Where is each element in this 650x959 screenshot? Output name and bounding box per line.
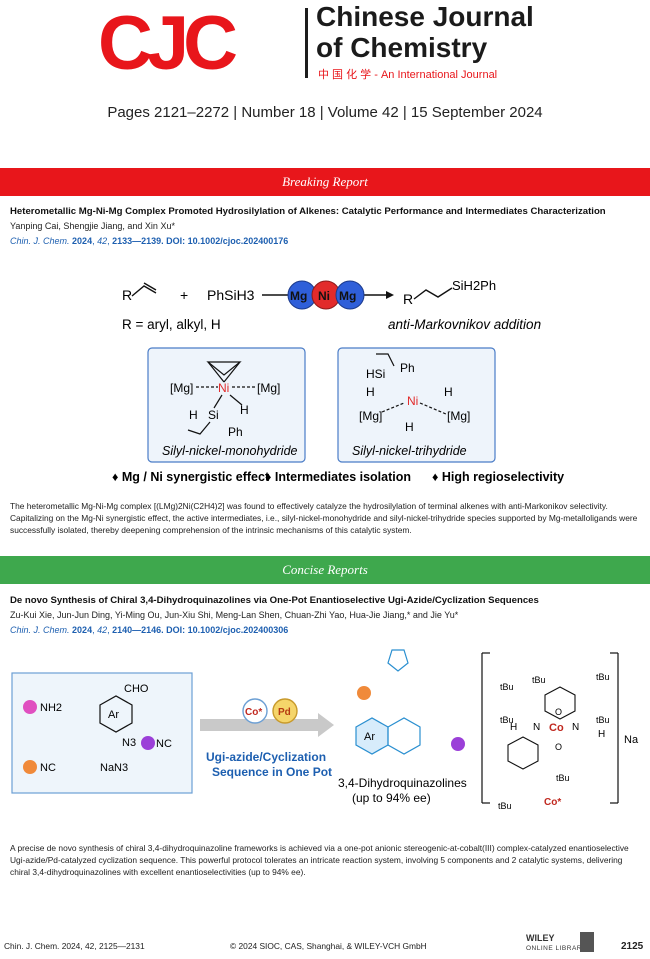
journal-title-line2: of Chemistry — [316, 32, 488, 63]
palladium-catalyst: Pd — [278, 707, 291, 718]
logo-divider — [305, 8, 308, 78]
highlight-2: ♦ Intermediates isolation — [265, 470, 411, 484]
article2-abstract: A precise de novo synthesis of chiral 3,… — [10, 843, 629, 877]
sequence-label-2: Sequence in One Pot — [212, 765, 332, 779]
aryl-label: Ar — [108, 709, 119, 721]
catalyst-mg-right: Mg — [339, 289, 356, 303]
reactants-box — [11, 672, 193, 794]
tbu-4: tBu — [596, 715, 610, 725]
complex-n-2: N — [572, 722, 579, 733]
article1-title[interactable]: Heterometallic Mg-Ni-Mg Complex Promoted… — [10, 206, 606, 217]
cobalt-catalyst: Co* — [245, 707, 262, 718]
ni-label-1: Ni — [218, 381, 229, 395]
article1-abstract: The heterometallic Mg-Ni-Mg complex [(LM… — [10, 501, 638, 535]
tbu-2: tBu — [532, 675, 546, 685]
highlight-3: ♦ High regioselectivity — [432, 470, 564, 484]
tbu-1: tBu — [500, 682, 514, 692]
si-label-1: Si — [208, 408, 219, 422]
h-label-5: H — [405, 420, 414, 434]
mg-label-4: [Mg] — [447, 409, 470, 423]
issue-info: Pages 2121–2272 | Number 18 | Volume 42 … — [107, 104, 543, 121]
product-label: 3,4-Dihydroquinazolines — [338, 776, 467, 790]
page-number: 2125 — [621, 941, 644, 952]
amine-label: NH2 — [40, 702, 62, 714]
product-aryl-label: Ar — [364, 731, 375, 743]
h-label-3: H — [366, 385, 375, 399]
plus-sign: + — [180, 287, 188, 303]
isocyanide-label-2: NC — [40, 762, 56, 774]
monohydride-box — [147, 347, 306, 463]
tbu-3: tBu — [596, 672, 610, 682]
selectivity-label: anti-Markovnikov addition — [388, 317, 541, 332]
complex-o-2: O — [555, 742, 562, 752]
h-label-1: H — [189, 408, 198, 422]
silane-reagent: PhSiH3 — [207, 287, 255, 303]
journal-subtitle: 中 国 化 学 - An International Journal — [318, 69, 498, 81]
catalyst-mg-left: Mg — [290, 289, 307, 303]
journal-title-line1: Chinese Journal — [316, 1, 534, 32]
complex-label: Co* — [544, 797, 561, 808]
h-label-4: H — [444, 385, 453, 399]
section-header-concise-reports: Concise Reports — [0, 556, 650, 584]
wiley-book-icon — [580, 932, 594, 952]
section-header-breaking-report: Breaking Report — [0, 168, 650, 196]
h-label-2: H — [240, 403, 249, 417]
sequence-label-1: Ugi-azide/Cyclization — [206, 750, 326, 764]
tbu-5: tBu — [500, 715, 514, 725]
complex-h-1: H — [510, 722, 517, 733]
monohydride-caption: Silyl-nickel-monohydride — [162, 444, 298, 458]
article2-graphical-abstract: NH2 Ar CHO N3 NC NC NaN3 Co* Pd Ugi-azid… — [11, 649, 639, 811]
reactant-r: R — [122, 287, 132, 303]
article2-authors: Zu-Kui Xie, Jun-Jun Ding, Yi-Ming Ou, Ju… — [10, 610, 459, 620]
highlight-1: ♦ Mg / Ni synergistic effect — [112, 470, 270, 484]
r-definition: R = aryl, alkyl, H — [122, 317, 221, 332]
product-r: R — [403, 291, 413, 307]
ee-label: (up to 94% ee) — [352, 791, 431, 805]
trihydride-box — [337, 347, 496, 463]
azide-label: N3 — [122, 737, 136, 749]
ph-label-2: Ph — [400, 361, 415, 375]
article2-citation[interactable]: Chin. J. Chem. 2024, 42, 2140—2146. DOI:… — [10, 625, 289, 635]
journal-logo: CJC — [98, 1, 238, 86]
article1-graphical-abstract: R + PhSiH3 Mg Ni Mg R SiH2Ph R = aryl, a… — [112, 278, 564, 484]
hsi-label: HSi — [366, 367, 385, 381]
aldehyde-label: CHO — [124, 683, 149, 695]
wiley-logo-bottom: ONLINE LIBRARY — [526, 945, 587, 952]
isocyanide-label-1: NC — [156, 738, 172, 750]
article1-authors: Yanping Cai, Shengjie Jiang, and Xin Xu* — [10, 221, 175, 231]
article2-title[interactable]: De novo Synthesis of Chiral 3,4-Dihydroq… — [10, 595, 539, 606]
article1-citation[interactable]: Chin. J. Chem. 2024, 42, 2133—2139. DOI:… — [10, 236, 289, 246]
product-silyl: SiH2Ph — [452, 278, 496, 293]
complex-o-1: O — [555, 707, 562, 717]
tbu-7: tBu — [498, 801, 512, 811]
sodium-azide-label: NaN3 — [100, 762, 128, 774]
ni-label-2: Ni — [407, 394, 418, 408]
trihydride-caption: Silyl-nickel-trihydride — [352, 444, 467, 458]
catalyst-ni: Ni — [318, 289, 330, 303]
ph-label-1: Ph — [228, 425, 243, 439]
footer-citation: Chin. J. Chem. 2024, 42, 2125—2131 — [4, 941, 145, 951]
complex-n-1: N — [533, 722, 540, 733]
tbu-6: tBu — [556, 773, 570, 783]
footer-copyright: © 2024 SIOC, CAS, Shanghai, & WILEY-VCH … — [230, 941, 427, 951]
sodium-counterion: Na — [624, 734, 639, 746]
complex-h-2: H — [598, 729, 605, 740]
cobalt-center: Co — [549, 722, 564, 734]
wiley-logo-top: WILEY — [526, 933, 555, 943]
mg-label-3: [Mg] — [359, 409, 382, 423]
mg-label-1: [Mg] — [170, 381, 193, 395]
mg-label-2: [Mg] — [257, 381, 280, 395]
